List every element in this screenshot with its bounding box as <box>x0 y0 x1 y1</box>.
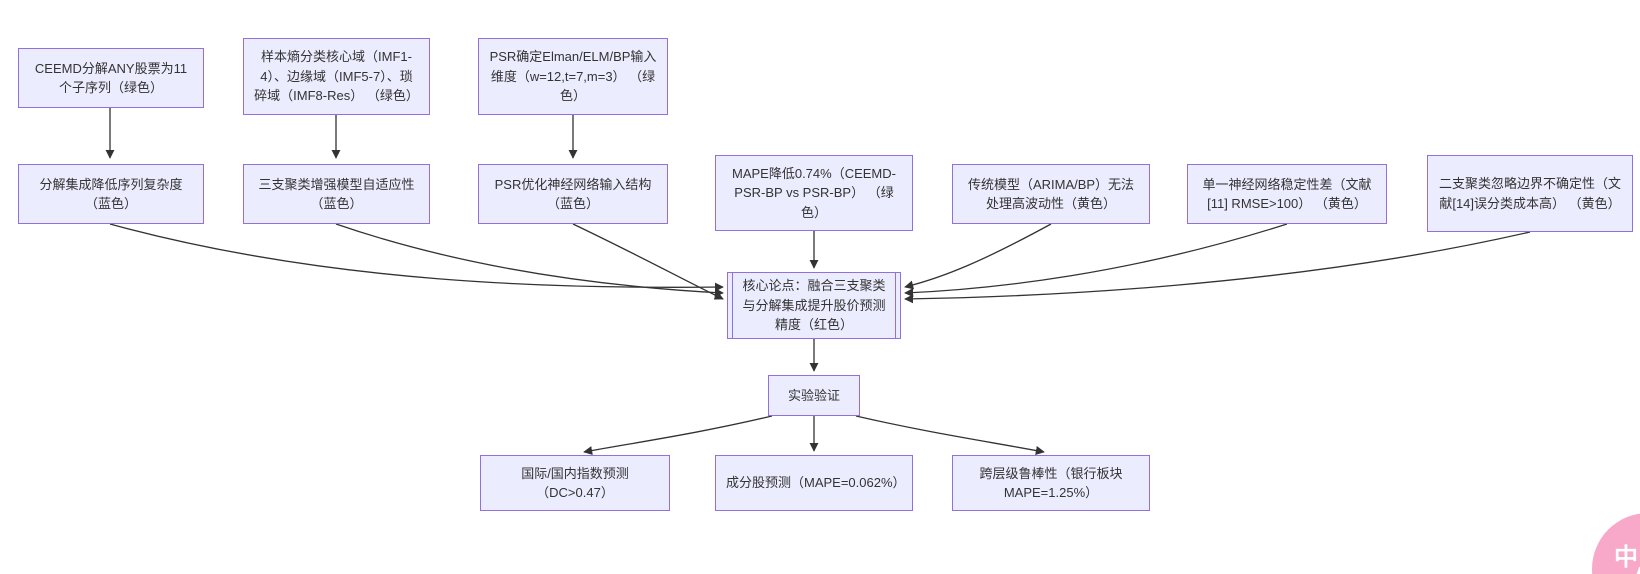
node-three-way-adaptive[interactable]: 三支聚类增强模型自适应性（蓝色） <box>243 164 430 224</box>
edge-adaptive-to-core <box>335 223 724 298</box>
translate-badge-a: A <box>1632 561 1640 574</box>
edge-structure-to-core <box>572 223 724 300</box>
node-traditional-limit[interactable]: 传统模型（ARIMA/BP）无法处理高波动性（黄色） <box>952 164 1150 224</box>
node-decompose-complexity[interactable]: 分解集成降低序列复杂度（蓝色） <box>18 164 204 224</box>
translate-badge[interactable]: 中 A <box>1592 513 1640 574</box>
edge-experiment-to-robust <box>855 415 1045 455</box>
node-label: CEEMD分解ANY股票为11个子序列（绿色） <box>34 60 188 96</box>
node-label: MAPE降低0.74%（CEEMD-PSR-BP vs PSR-BP） （绿色） <box>732 165 896 220</box>
node-label: 二支聚类忽略边界不确定性（文献[14]误分类成本高） （黄色） <box>1438 176 1621 211</box>
translate-badge-zh: 中 <box>1614 544 1638 571</box>
node-label: 分解集成降低序列复杂度（蓝色） <box>39 176 183 212</box>
edge-traditional-to-core <box>904 223 1052 290</box>
node-label: 三支聚类增强模型自适应性（蓝色） <box>258 176 415 212</box>
node-psr-structure[interactable]: PSR优化神经网络输入结构（蓝色） <box>478 164 668 224</box>
node-psr-dimension[interactable]: PSR确定Elman/ELM/BP输入维度（w=12,t=7,m=3） （绿色） <box>478 38 668 115</box>
node-cross-level-robust[interactable]: 跨层级鲁棒性（银行板块 MAPE=1.25%） <box>952 455 1150 511</box>
node-label: 实验验证 <box>787 387 840 403</box>
node-two-way-limit[interactable]: 二支聚类忽略边界不确定性（文献[14]误分类成本高） （黄色） <box>1427 155 1633 232</box>
node-experiment[interactable]: 实验验证 <box>768 375 860 416</box>
node-label: PSR确定Elman/ELM/BP输入维度（w=12,t=7,m=3） （绿色） <box>489 49 657 104</box>
node-single-nn-unstable[interactable]: 单一神经网络稳定性差（文献[11] RMSE>100） （黄色） <box>1187 164 1387 224</box>
node-mape-improve[interactable]: MAPE降低0.74%（CEEMD-PSR-BP vs PSR-BP） （绿色） <box>715 155 913 231</box>
node-label: 单一神经网络稳定性差（文献[11] RMSE>100） （黄色） <box>1202 176 1372 212</box>
edge-complexity-to-core <box>109 223 724 292</box>
node-component-forecast[interactable]: 成分股预测（MAPE=0.062%） <box>715 455 913 511</box>
node-sample-entropy[interactable]: 样本熵分类核心域（IMF1-4）、边缘域（IMF5-7）、琐碎域（IMF8-Re… <box>243 38 430 115</box>
node-ceemd-decompose[interactable]: CEEMD分解ANY股票为11个子序列（绿色） <box>18 48 204 108</box>
node-label: 跨层级鲁棒性（银行板块 MAPE=1.25%） <box>979 465 1123 501</box>
node-label: 核心论点：融合三支聚类与分解集成提升股价预测精度（红色） <box>742 278 886 333</box>
node-label: 传统模型（ARIMA/BP）无法处理高波动性（黄色） <box>967 176 1135 212</box>
node-label: 成分股预测（MAPE=0.062%） <box>726 475 906 491</box>
node-core-thesis[interactable]: 核心论点：融合三支聚类与分解集成提升股价预测精度（红色） <box>727 272 901 339</box>
edge-singlenn-to-core <box>904 223 1288 298</box>
node-label: PSR优化神经网络输入结构（蓝色） <box>494 176 652 212</box>
edge-experiment-to-index <box>583 415 773 456</box>
node-label: 样本熵分类核心域（IMF1-4）、边缘域（IMF5-7）、琐碎域（IMF8-Re… <box>254 49 419 104</box>
edge-twoway-to-core <box>904 231 1531 304</box>
node-label: 国际/国内指数预测（DC>0.47） <box>521 465 629 501</box>
node-index-forecast[interactable]: 国际/国内指数预测（DC>0.47） <box>480 455 670 511</box>
